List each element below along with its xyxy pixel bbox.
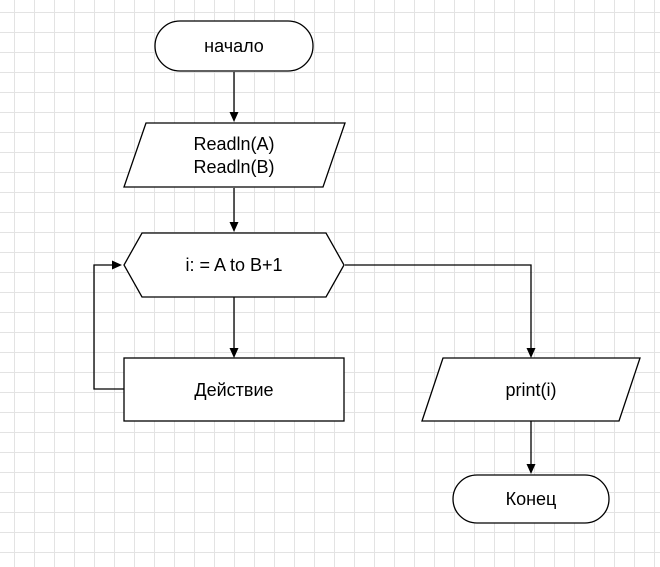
edge-loop-to-action <box>229 297 239 358</box>
loop-label: i: = A to B+1 <box>185 255 282 275</box>
input-block[interactable]: Readln(A) Readln(B) <box>123 122 346 188</box>
edge-input-to-loop <box>229 188 239 232</box>
start-terminator[interactable]: начало <box>154 20 314 72</box>
edge-start-to-input <box>229 72 239 122</box>
output-label: print(i) <box>505 380 556 400</box>
action-block[interactable]: Действие <box>123 357 345 422</box>
input-line-2: Readln(B) <box>193 157 274 177</box>
edge-output-to-end <box>526 421 536 474</box>
output-block[interactable]: print(i) <box>421 357 641 422</box>
edge-loop-exit-to-output <box>345 264 536 358</box>
end-label: Конец <box>506 489 557 509</box>
edge-action-back-to-loop <box>93 260 124 390</box>
input-line-1: Readln(A) <box>193 134 274 154</box>
start-label: начало <box>204 36 264 56</box>
end-terminator[interactable]: Конец <box>452 474 610 524</box>
connectors <box>93 72 536 474</box>
loop-block[interactable]: i: = A to B+1 <box>123 232 345 298</box>
action-label: Действие <box>194 380 273 400</box>
